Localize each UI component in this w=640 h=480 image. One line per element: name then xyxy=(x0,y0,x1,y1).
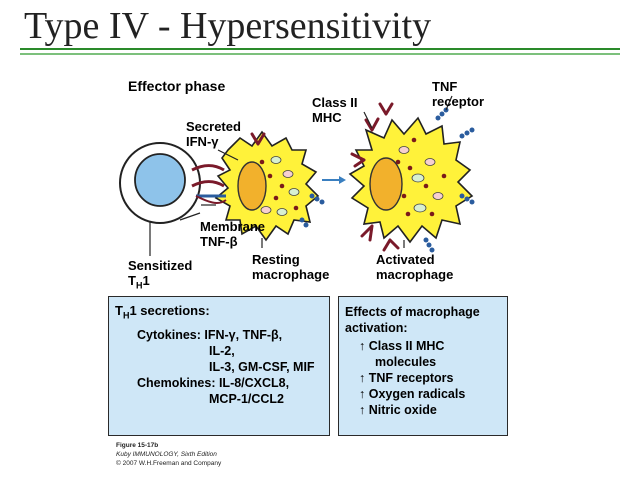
resting-label: Resting xyxy=(252,252,300,267)
cytokines-il3-line: IL-3, GM-CSF, MIF xyxy=(209,360,315,374)
resting-macrophage xyxy=(214,130,320,242)
activated-macrophage xyxy=(348,116,474,244)
effect-item: ↑ Class II MHC xyxy=(359,339,445,353)
effect-item: molecules xyxy=(375,355,437,369)
resting-macrophage-label: macrophage xyxy=(252,267,330,282)
mhc-label: MHC xyxy=(312,110,342,125)
effects-box: Effects of macrophage activation: ↑ Clas… xyxy=(338,296,508,436)
activated-label: Activated xyxy=(376,252,435,267)
class-ii-mhc-receptors xyxy=(250,102,400,252)
effect-item: ↑ Oxygen radicals xyxy=(359,387,466,401)
receptor-label: receptor xyxy=(432,94,485,109)
figure-source: Kuby IMMUNOLOGY, Sixth Edition xyxy=(116,451,217,458)
title-divider-secondary xyxy=(20,53,620,55)
class-ii-label: Class II xyxy=(312,95,358,110)
cell-interaction xyxy=(149,149,239,256)
membrane-label: Membrane xyxy=(200,219,266,234)
activated-macrophage-label: macrophage xyxy=(376,267,454,282)
effect-item: ↑ Nitric oxide xyxy=(359,403,437,417)
effect-item: ↑ TNF receptors xyxy=(359,371,454,385)
secreted-label: Secreted xyxy=(186,119,241,134)
title-divider xyxy=(20,48,620,50)
chemokines-mcp1-line: MCP-1/CCL2 xyxy=(209,392,285,406)
tnf-label: TNF xyxy=(432,79,458,94)
secretions-heading: TH1 secretions: xyxy=(115,303,210,321)
th1-secretions-box: TH1 secretions: Cytokines: IFN-γ, TNF-β,… xyxy=(108,296,330,436)
ifn-gamma-label: IFN-γ xyxy=(186,134,219,149)
tnf-beta-label: TNF-β xyxy=(200,234,238,249)
cytokines-il2-line: IL-2, xyxy=(209,344,235,358)
chemokines-line: Chemokines: IL-8/CXCL8, xyxy=(137,376,290,390)
th1-label: TH1 xyxy=(128,273,150,291)
tnf-receptors xyxy=(299,107,475,253)
effects-heading: Effects of macrophage xyxy=(345,305,480,319)
sensitized-label: Sensitized xyxy=(128,258,193,273)
diagram-heading: Effector phase xyxy=(128,78,226,94)
figure-copyright: © 2007 W.H.Freeman and Company xyxy=(116,460,222,467)
cytokines-line: Cytokines: IFN-γ, TNF-β, xyxy=(137,328,283,342)
page-title: Type IV - Hypersensitivity xyxy=(24,5,432,47)
figure-label: Figure 15-17b xyxy=(116,442,159,449)
effects-heading-2: activation: xyxy=(345,321,408,335)
th1-cell xyxy=(119,142,201,224)
